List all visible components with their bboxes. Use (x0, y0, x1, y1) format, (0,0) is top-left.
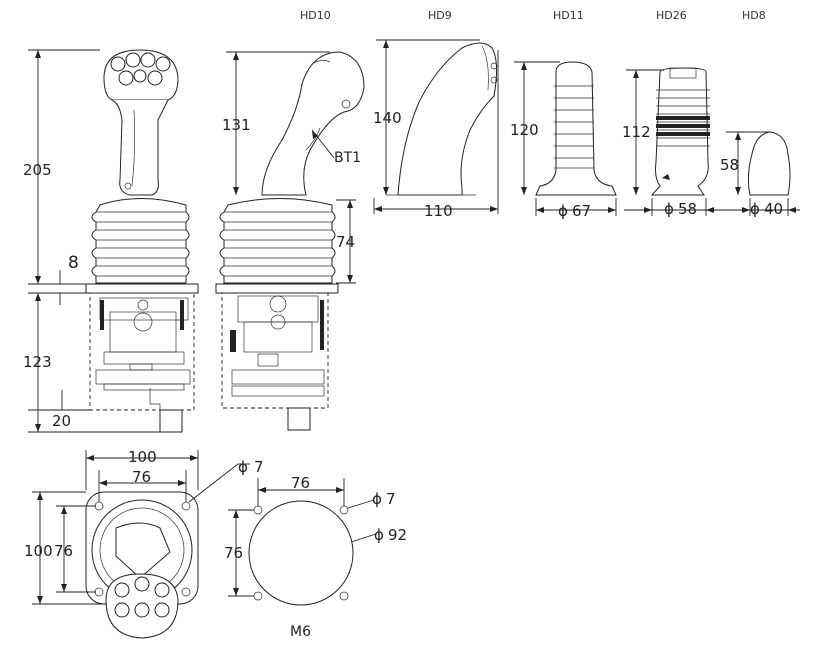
dim-text-205: 205 (23, 161, 52, 179)
dim-text-hd11-diameter-symbol: ϕ (558, 202, 568, 220)
dim-text-cutout-hole-diameter-symbol: ϕ (372, 490, 382, 508)
dim-boot-height: 74 (336, 199, 356, 284)
dim-hd8-diameter: ϕ 40 (712, 198, 800, 218)
dim-below-flange: 123 (23, 293, 52, 432)
button-cluster-top (114, 576, 170, 618)
dim-text-58-diameter: 58 (678, 200, 697, 218)
dim-text-140: 140 (373, 109, 402, 127)
dim-plate-hole-y: 76 (54, 505, 96, 593)
dim-hd26-height: 112 (622, 69, 664, 195)
dim-hd11-diameter: ϕ 67 (535, 198, 617, 220)
dim-text-20: 20 (52, 412, 71, 430)
mechanism-side (230, 295, 325, 397)
dim-text-131: 131 (222, 116, 251, 134)
mechanism-front (95, 297, 191, 410)
dim-text-plate-hole-diameter-symbol: ϕ (238, 458, 248, 476)
dim-text-100-height: 100 (24, 542, 53, 560)
handle-hd11 (535, 61, 617, 196)
dim-text-7-cutout: 7 (386, 490, 396, 508)
dim-text-67: 67 (572, 202, 591, 220)
handle-hd26 (650, 67, 710, 196)
dim-text-123: 123 (23, 353, 52, 371)
model-label-hd10: HD10 (300, 9, 331, 22)
dim-text-40: 40 (764, 200, 783, 218)
dim-text-hd8-diameter-symbol: ϕ (750, 200, 760, 218)
top-view-mounting-plate (85, 491, 199, 639)
button-cluster-front (110, 52, 171, 86)
handle-hd8 (747, 131, 791, 196)
dim-text-76-cutout-y: 76 (224, 544, 243, 562)
panel-cutout: M6 (248, 500, 354, 640)
front-view-joystick (85, 49, 199, 433)
dim-text-8: 8 (68, 253, 79, 273)
side-view-joystick-hd10 (215, 51, 365, 431)
dim-hd10-handle: 131 (222, 51, 330, 195)
dim-text-120: 120 (510, 121, 539, 139)
dim-text-92: 92 (388, 526, 407, 544)
dim-hd26-diameter: ϕ 58 (624, 198, 714, 218)
dim-text-76-cutout-x: 76 (291, 474, 310, 492)
dim-text-76-plate-x: 76 (132, 468, 151, 486)
model-label-hd8: HD8 (742, 9, 766, 22)
dim-cutout-diameter: ϕ 92 (350, 526, 407, 544)
dim-plate-hole-x: 76 (98, 468, 187, 502)
dim-text-110: 110 (424, 202, 453, 220)
dim-text-7-plate: 7 (254, 458, 264, 476)
dim-plate-width: 100 (85, 448, 199, 490)
dim-bottom: 20 (28, 390, 182, 433)
m6-label: M6 (290, 624, 311, 640)
dim-cutout-hole-x: 76 (257, 474, 345, 506)
dim-total-height: 205 (23, 49, 100, 284)
dim-text-58-height: 58 (720, 156, 739, 174)
dim-text-100-width: 100 (128, 448, 157, 466)
bt1-label: BT1 (334, 150, 361, 166)
dim-text-112: 112 (622, 123, 651, 141)
dim-hd9-width: 110 (373, 50, 499, 220)
dim-hd8-height: 58 (720, 131, 770, 195)
dim-text-cutout-diameter-symbol: ϕ (374, 526, 384, 544)
dim-text-hd26-diameter-symbol: ϕ (664, 200, 674, 218)
handle-hd9 (386, 42, 498, 196)
dim-hd9-height: 140 (373, 39, 480, 195)
dim-plate-height: 100 (24, 491, 106, 605)
dim-cutout-hole-diameter: ϕ 7 (347, 490, 396, 509)
dim-cutout-hole-y: 76 (224, 509, 254, 597)
model-label-hd26: HD26 (656, 9, 687, 22)
dim-hd11-height: 120 (510, 61, 560, 195)
dim-plate-hole-diameter: ϕ 7 (188, 458, 264, 503)
dim-text-74: 74 (336, 233, 355, 251)
dim-text-76-plate-y: 76 (54, 542, 73, 560)
model-label-hd9: HD9 (428, 9, 452, 22)
model-label-hd11: HD11 (553, 9, 584, 22)
dim-bt1: BT1 (311, 129, 361, 166)
